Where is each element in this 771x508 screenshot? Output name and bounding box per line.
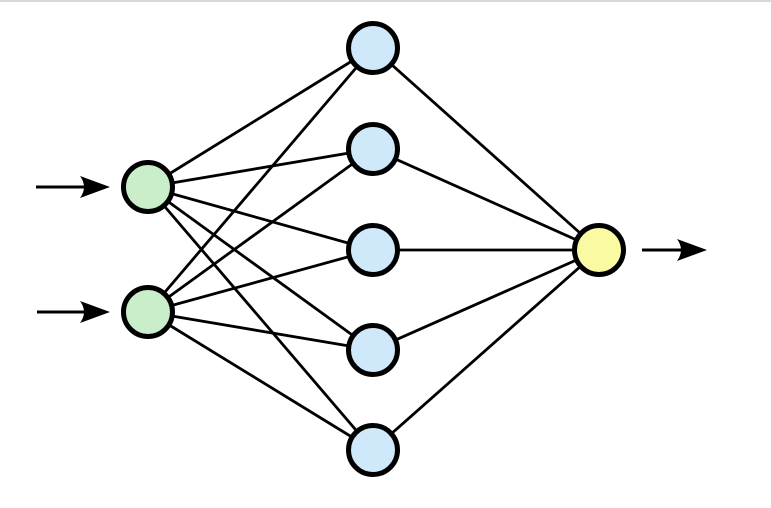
edge-in2-h4: [147, 310, 374, 352]
edge-in1-h2: [147, 147, 374, 189]
input-node-in1: [121, 160, 175, 214]
hidden-node-h3: [346, 223, 400, 277]
edge-h4-out1: [372, 248, 600, 352]
edge-in2-h2: [147, 147, 374, 314]
hidden-node-h4: [346, 323, 400, 377]
edge-in1-h3: [147, 185, 374, 252]
edge-in1-h1: [147, 46, 374, 189]
hidden-node-h2: [346, 122, 400, 176]
input-node-in2: [121, 285, 175, 339]
input-arrow-2-head: [80, 301, 110, 323]
input-arrow-1: [36, 176, 110, 198]
edge-h5-out1: [372, 248, 600, 452]
edge-h2-out1: [372, 147, 600, 252]
hidden-node-h1: [346, 21, 400, 75]
edge-in2-h5: [147, 310, 374, 452]
input-arrow-1-head: [80, 176, 110, 198]
hidden-node-h5: [346, 423, 400, 477]
top-border-line: [0, 0, 771, 2]
output-arrow-head: [677, 239, 707, 261]
edge-in1-h5: [146, 186, 375, 451]
edge-in2-h1: [146, 47, 375, 313]
input-arrow-2: [37, 301, 110, 323]
edge-h1-out1: [372, 46, 600, 252]
output-node-out1: [572, 223, 626, 277]
edge-in2-h3: [147, 248, 374, 314]
output-arrow: [642, 239, 707, 261]
edge-in1-h4: [147, 185, 374, 352]
